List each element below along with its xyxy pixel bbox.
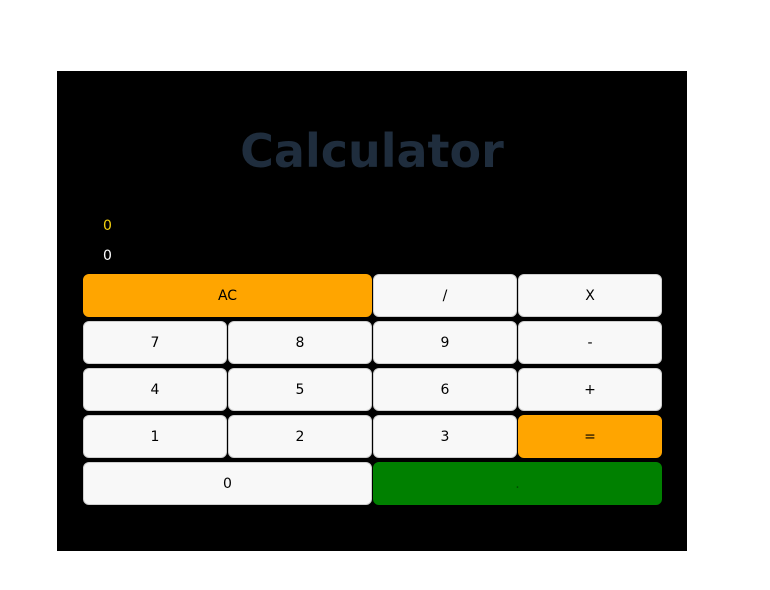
equals-button[interactable]: =: [518, 415, 662, 458]
digit-4-button[interactable]: 4: [83, 368, 227, 411]
clear-button[interactable]: AC: [83, 274, 372, 317]
digit-0-button[interactable]: 0: [83, 462, 372, 505]
calculator: Calculator 0 0 AC / X 7 8 9 - 4 5 6 + 1 …: [57, 71, 687, 551]
digit-7-button[interactable]: 7: [83, 321, 227, 364]
minus-button[interactable]: -: [518, 321, 662, 364]
calculator-title: Calculator: [240, 124, 504, 178]
digit-5-button[interactable]: 5: [228, 368, 372, 411]
decimal-button[interactable]: .: [373, 462, 662, 505]
digit-8-button[interactable]: 8: [228, 321, 372, 364]
digit-6-button[interactable]: 6: [373, 368, 517, 411]
plus-button[interactable]: +: [518, 368, 662, 411]
digit-3-button[interactable]: 3: [373, 415, 517, 458]
digit-9-button[interactable]: 9: [373, 321, 517, 364]
previous-operand-display: 0: [103, 218, 112, 234]
digit-1-button[interactable]: 1: [83, 415, 227, 458]
multiply-button[interactable]: X: [518, 274, 662, 317]
digit-2-button[interactable]: 2: [228, 415, 372, 458]
divide-button[interactable]: /: [373, 274, 517, 317]
current-operand-display: 0: [103, 248, 112, 264]
